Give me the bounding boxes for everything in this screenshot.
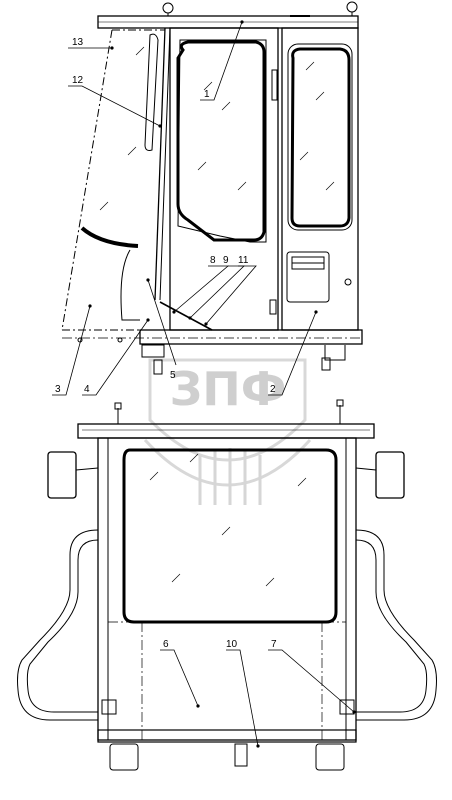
- leader-lines: [52, 21, 355, 747]
- glass-hatching: [99, 46, 335, 587]
- callout-2: 2: [270, 384, 276, 395]
- leader-dots: [88, 20, 356, 748]
- callout-8: 8: [210, 255, 216, 266]
- callout-11: 11: [238, 255, 249, 266]
- callout-12: 12: [72, 75, 84, 86]
- watermark: ЗПФ: [143, 358, 312, 505]
- cab-side-view: [61, 1, 363, 375]
- callout-4: 4: [84, 384, 90, 395]
- callout-3: 3: [55, 384, 61, 395]
- callout-10: 10: [226, 639, 238, 650]
- callout-labels: 1 2 3 4 5 6 7 8 9 10 11 12 13: [55, 37, 277, 650]
- callout-7: 7: [271, 639, 277, 650]
- callout-13: 13: [72, 37, 84, 48]
- cab-rear-view: [17, 399, 437, 771]
- watermark-text: ЗПФ: [170, 362, 287, 416]
- callout-1: 1: [204, 89, 210, 100]
- callout-9: 9: [223, 255, 229, 266]
- callout-6: 6: [163, 639, 169, 650]
- callout-5: 5: [170, 370, 176, 381]
